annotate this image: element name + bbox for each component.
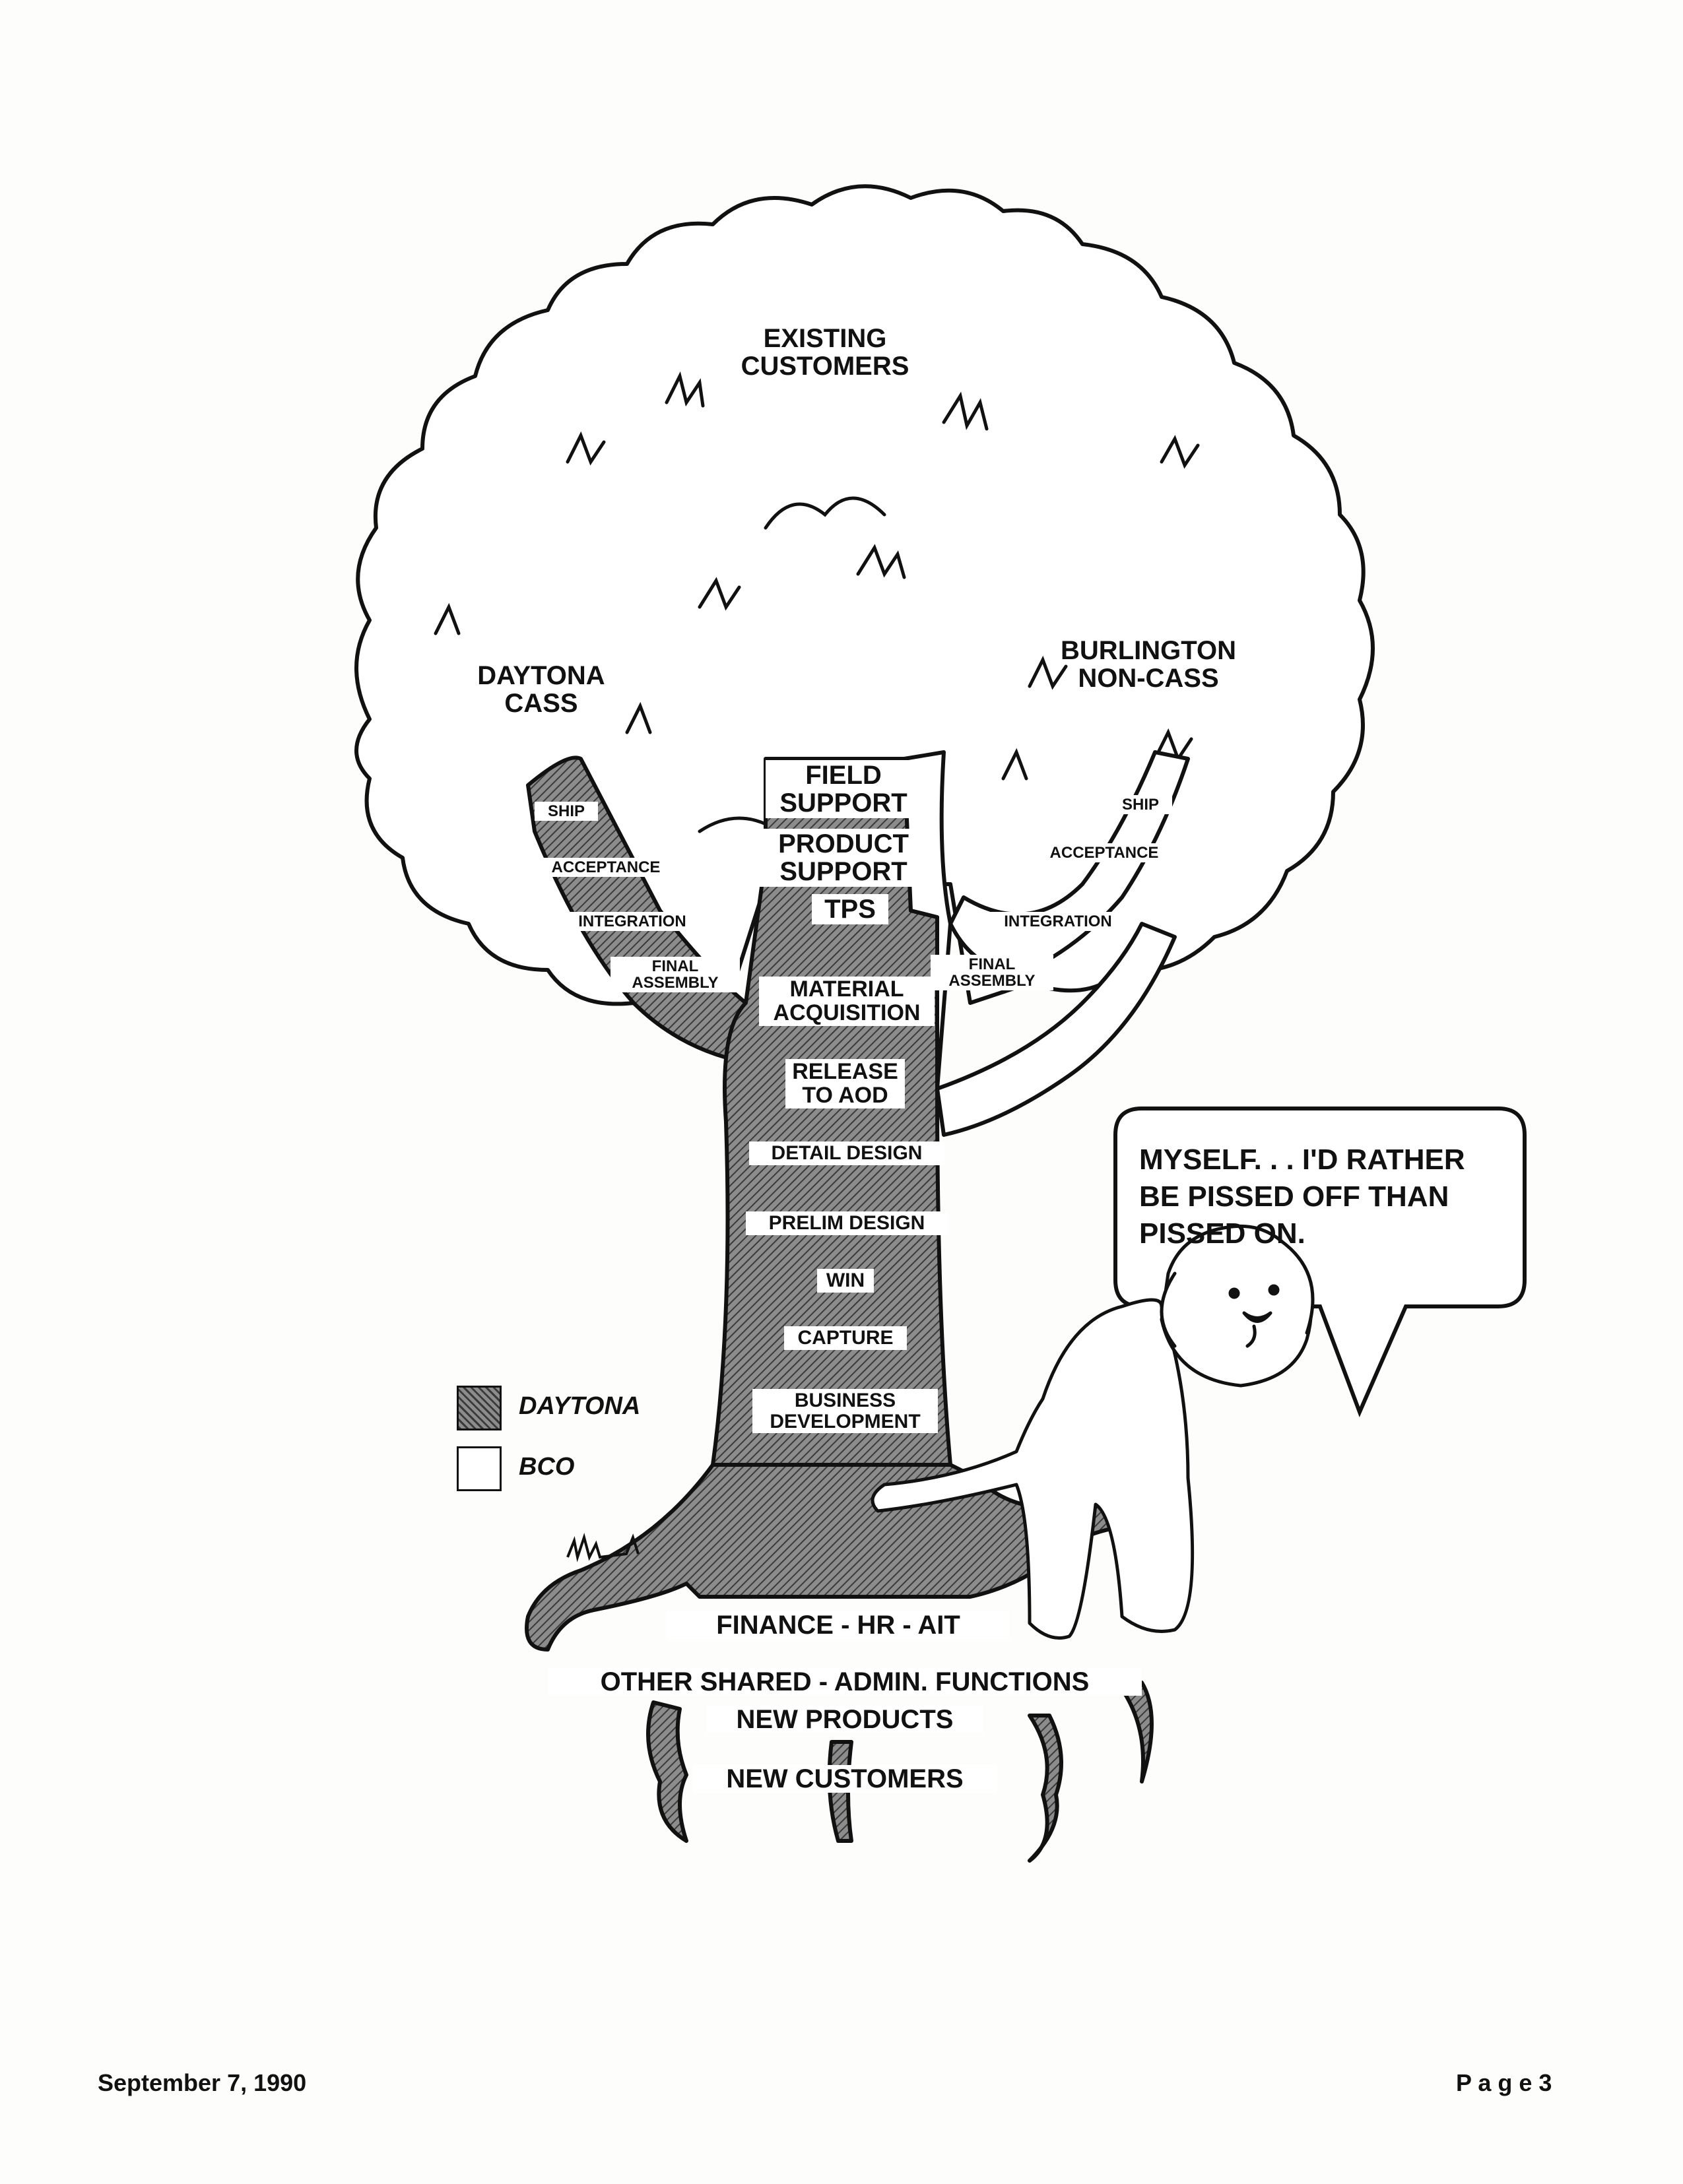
business-line-2: DEVELOPMENT [770, 1410, 921, 1432]
label-right-ship: SHIP [1109, 795, 1172, 815]
label-right-integration: INTEGRATION [980, 912, 1136, 932]
right-final-line-2: ASSEMBLY [948, 972, 1036, 990]
label-left-acceptance: ACCEPTANCE [528, 858, 684, 878]
label-capture: CAPTURE [784, 1326, 907, 1350]
legend-bco-label: BCO [519, 1453, 575, 1481]
footer-page-number: P a g e 3 [1456, 2069, 1552, 2096]
field-support-line-1: FIELD [805, 761, 882, 790]
label-left-ship: SHIP [535, 802, 598, 821]
label-release-to-aod: RELEASE TO AOD [785, 1059, 905, 1109]
release-line-1: RELEASE [792, 1059, 898, 1084]
canopy-texture [434, 371, 1200, 834]
release-line-2: TO AOD [802, 1082, 888, 1108]
legend-daytona-swatch [457, 1386, 502, 1430]
left-final-line-1: FINAL [651, 957, 699, 975]
label-right-final-assembly: FINAL ASSEMBLY [931, 955, 1053, 991]
right-final-line-1: FINAL [968, 955, 1016, 973]
burlington-line-2: NON-CASS [1078, 664, 1219, 693]
label-left-final-assembly: FINAL ASSEMBLY [610, 957, 740, 993]
label-new-products: NEW PRODUCTS [706, 1706, 983, 1733]
label-existing-customers: EXISTING CUSTOMERS [726, 325, 924, 380]
label-product-support: PRODUCT SUPPORT [759, 829, 928, 887]
product-support-line-2: SUPPORT [779, 857, 908, 886]
left-final-line-2: ASSEMBLY [632, 974, 719, 992]
existing-line-1: EXISTING [763, 324, 887, 353]
label-material-acquisition: MATERIAL ACQUISITION [759, 977, 935, 1027]
legend-bco-swatch [457, 1446, 502, 1491]
field-support-line-2: SUPPORT [779, 788, 908, 818]
daytona-line-2: CASS [504, 689, 578, 718]
existing-line-2: CUSTOMERS [741, 352, 909, 381]
label-new-customers: NEW CUSTOMERS [693, 1765, 997, 1793]
speech-bubble-shape [1113, 1107, 1527, 1417]
speech-bubble-text: MYSELF. . . I'D RATHER BE PISSED OFF THA… [1139, 1143, 1465, 1250]
label-detail-design: DETAIL DESIGN [749, 1141, 944, 1165]
label-other-shared-admin: OTHER SHARED - ADMIN. FUNCTIONS [548, 1668, 1142, 1696]
material-line-1: MATERIAL [789, 977, 904, 1002]
label-business-development: BUSINESS DEVELOPMENT [752, 1389, 938, 1433]
label-left-integration: INTEGRATION [554, 912, 710, 932]
burlington-line-1: BURLINGTON [1061, 636, 1236, 665]
tree-roots [525, 1463, 1164, 1863]
label-win: WIN [817, 1269, 874, 1293]
grass [566, 1533, 640, 1562]
label-prelim-design: PRELIM DESIGN [746, 1211, 948, 1235]
label-tps: TPS [812, 894, 888, 924]
footer-date: September 7, 1990 [98, 2069, 307, 2096]
daytona-line-1: DAYTONA [477, 661, 605, 690]
product-support-line-1: PRODUCT [778, 829, 909, 858]
legend-daytona-label: DAYTONA [519, 1392, 641, 1420]
label-right-acceptance: ACCEPTANCE [1030, 843, 1179, 863]
business-line-1: BUSINESS [794, 1390, 896, 1411]
material-line-2: ACQUISITION [773, 1000, 921, 1025]
label-field-support: FIELD SUPPORT [766, 760, 921, 818]
label-daytona-cass: DAYTONA CASS [462, 662, 620, 717]
label-finance-hr-ait: FINANCE - HR - AIT [667, 1611, 1010, 1639]
label-burlington-non-cass: BURLINGTON NON-CASS [1036, 637, 1261, 692]
dog-illustration [871, 1224, 1315, 1640]
